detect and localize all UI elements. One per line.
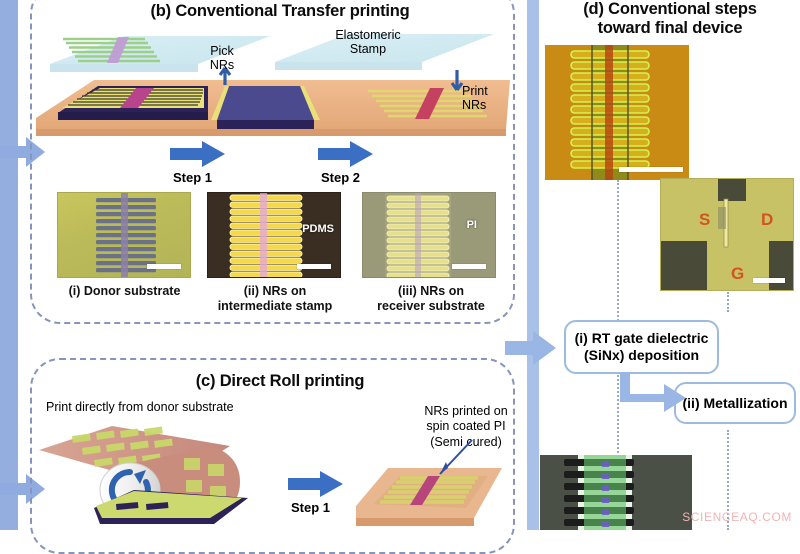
mid-flow-band	[527, 0, 539, 530]
scale-bar	[753, 278, 785, 283]
elastomeric-stamp-right	[275, 34, 494, 70]
dotted-connector-left	[617, 180, 619, 328]
mid-flow-arrow	[505, 328, 557, 368]
left-flow-band	[0, 0, 18, 530]
micrograph-tag-pdms: PDMS	[302, 223, 334, 235]
svg-text:S: S	[699, 210, 710, 229]
nrs-printed-pi-label: NRs printed on spin coated PI (Semi cure…	[424, 404, 508, 449]
step-box-gate-dielectric[interactable]: (i) RT gate dielectric (SiNx) deposition	[564, 320, 719, 374]
panel-b-title: (b) Conventional Transfer printing	[150, 2, 410, 20]
pick-arrow-up	[218, 67, 232, 85]
panel-b-border	[30, 0, 515, 324]
micrograph-caption-i: (i) Donor substrate	[68, 284, 181, 298]
svg-text:D: D	[761, 210, 773, 229]
roll-printing-illustration	[34, 412, 274, 530]
pick-nrs-label: Pick NRs	[209, 44, 235, 73]
elastomeric-stamp-label: Elastomeric Stamp	[335, 28, 401, 57]
scale-bar	[147, 264, 181, 269]
printed-nanoribbons	[368, 88, 487, 119]
left-flow-arrow-top	[0, 135, 46, 169]
micrograph-donor-substrate	[57, 192, 191, 278]
step-1-arrow-b	[170, 140, 226, 168]
step-1-label-b: Step 1	[173, 170, 213, 185]
scale-bar	[297, 264, 331, 269]
micrograph-device-array	[545, 45, 689, 180]
step-1-label-c: Step 1	[291, 500, 331, 515]
printed-pi-illustration	[352, 448, 512, 530]
watermark: SCIENCEAQ.COM	[682, 510, 792, 524]
print-nrs-label: Print NRs	[462, 84, 488, 113]
scale-bar	[452, 264, 486, 269]
panel-b-illustration	[32, 28, 512, 148]
nrs-printed-leader-line	[439, 440, 473, 475]
micrograph-caption-iii: (iii) NRs on receiver substrate	[377, 284, 485, 313]
step-connector-arrow	[612, 372, 702, 416]
micrograph-pdms-stamp: PDMS	[207, 192, 341, 278]
scale-bar	[619, 167, 683, 172]
donor-substrate-stack	[58, 86, 208, 120]
receiving-stage	[94, 490, 248, 524]
svg-text:G: G	[731, 264, 744, 283]
step-2-arrow-b	[318, 140, 374, 168]
dotted-connector-left-lower	[617, 360, 619, 460]
micrograph-caption-ii: (ii) NRs on intermediate stamp	[217, 284, 333, 313]
panel-d-title: (d) Conventional steps toward final devi…	[583, 0, 757, 38]
step-2-label-b: Step 2	[321, 170, 361, 185]
left-flow-arrow-bottom	[0, 472, 46, 506]
micrograph-receiver-substrate: PI	[362, 192, 496, 278]
micrograph-tag-pi: PI	[466, 219, 477, 231]
dotted-connector-right-lower	[727, 430, 729, 530]
print-directly-label: Print directly from donor substrate	[46, 400, 234, 414]
print-arrow-down	[450, 70, 464, 91]
stamp-head	[211, 86, 320, 129]
micrograph-sdg-device: S D G	[660, 178, 794, 291]
step-1-arrow-c	[288, 470, 344, 498]
stamp-nanoribbons	[63, 37, 160, 63]
panel-c-title: (c) Direct Roll printing	[195, 372, 365, 390]
dotted-connector-right-upper	[727, 292, 729, 312]
micrograph-final-device	[540, 455, 692, 530]
